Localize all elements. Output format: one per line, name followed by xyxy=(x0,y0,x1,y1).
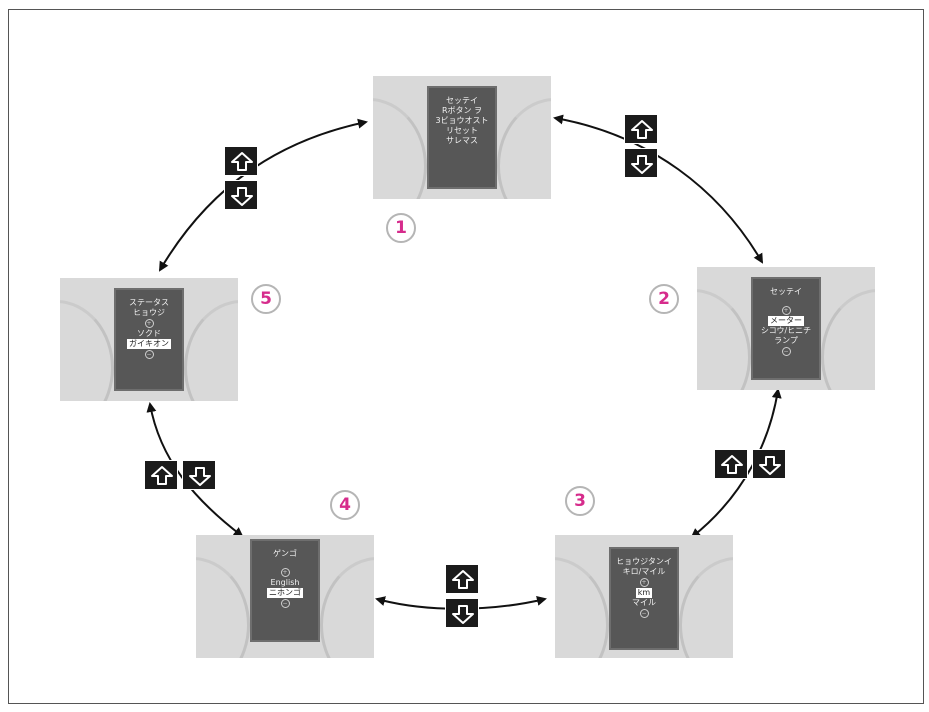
display-screen-4: ゲンゴ + English ニホンゴ − xyxy=(250,539,320,642)
screen-text: ステータス xyxy=(129,298,169,307)
display-panel-1: セッテイ Rボタン ヲ 3ビョウオスト リセット サレマス xyxy=(373,76,551,199)
up-arrow-icon xyxy=(151,466,173,485)
screen-text: キロ/マイル xyxy=(622,567,666,576)
display-panel-5: ステータス ヒョウジ + ソクド ガイキオン − xyxy=(60,278,238,401)
up-arrow-icon xyxy=(452,570,474,589)
down-arrow-button xyxy=(624,148,658,178)
screen-text: Rボタン ヲ xyxy=(441,106,483,115)
plus-icon: + xyxy=(781,306,791,315)
display-panel-4: ゲンゴ + English ニホンゴ − xyxy=(196,535,374,658)
up-arrow-button xyxy=(144,460,178,490)
down-arrow-icon xyxy=(452,605,474,624)
up-arrow-icon xyxy=(721,455,743,474)
down-arrow-button xyxy=(224,180,258,210)
step-number-5: 5 xyxy=(251,284,281,314)
screen-text: シコウ/ヒニチ xyxy=(760,326,812,335)
selected-option: メーター xyxy=(768,316,804,326)
display-panel-3: ヒョウジタンイ キロ/マイル + km マイル − xyxy=(555,535,733,658)
selected-option: ガイキオン xyxy=(127,339,171,349)
step-number-1: 1 xyxy=(386,213,416,243)
selected-option: ニホンゴ xyxy=(267,588,303,598)
screen-text: English xyxy=(270,578,300,587)
screen-text: ヒョウジ xyxy=(133,308,165,317)
down-arrow-icon xyxy=(189,467,211,486)
screen-text: サレマス xyxy=(446,136,478,145)
screen-text: ランプ xyxy=(774,336,798,345)
up-arrow-icon xyxy=(631,120,653,139)
minus-icon: − xyxy=(280,599,290,608)
screen-text: リセット xyxy=(446,126,478,135)
screen-text: ソクド xyxy=(137,329,161,338)
minus-icon: − xyxy=(639,609,649,618)
minus-icon: − xyxy=(781,347,791,356)
up-arrow-button xyxy=(624,114,658,144)
up-arrow-button xyxy=(714,449,748,479)
up-arrow-icon xyxy=(231,152,253,171)
display-screen-3: ヒョウジタンイ キロ/マイル + km マイル − xyxy=(609,547,679,650)
connector-1-2 xyxy=(553,114,764,264)
up-arrow-button xyxy=(224,146,258,176)
display-panel-2: セッテイ + メーター シコウ/ヒニチ ランプ − xyxy=(697,267,875,390)
selected-option: km xyxy=(635,588,653,598)
down-arrow-button xyxy=(182,460,216,490)
connector-5-1 xyxy=(158,118,368,272)
connector-2-3 xyxy=(690,388,782,539)
screen-text: ゲンゴ xyxy=(273,549,297,558)
down-arrow-icon xyxy=(631,155,653,174)
step-number-4: 4 xyxy=(330,490,360,520)
display-screen-1: セッテイ Rボタン ヲ 3ビョウオスト リセット サレマス xyxy=(427,86,497,189)
step-number-3: 3 xyxy=(565,486,595,516)
plus-icon: + xyxy=(144,319,154,328)
screen-text: セッテイ xyxy=(770,287,802,296)
plus-icon: + xyxy=(639,578,649,587)
screen-text: マイル xyxy=(632,598,656,607)
screen-text: 3ビョウオスト xyxy=(435,116,489,125)
down-arrow-button xyxy=(752,449,786,479)
display-screen-5: ステータス ヒョウジ + ソクド ガイキオン − xyxy=(114,288,184,391)
up-arrow-button xyxy=(445,564,479,594)
down-arrow-icon xyxy=(231,187,253,206)
plus-icon: + xyxy=(280,568,290,577)
screen-text: セッテイ xyxy=(446,96,478,105)
step-number-2: 2 xyxy=(649,284,679,314)
down-arrow-icon xyxy=(759,456,781,475)
screen-text: ヒョウジタンイ xyxy=(616,557,672,566)
minus-icon: − xyxy=(144,350,154,359)
display-screen-2: セッテイ + メーター シコウ/ヒニチ ランプ − xyxy=(751,277,821,380)
down-arrow-button xyxy=(445,598,479,628)
